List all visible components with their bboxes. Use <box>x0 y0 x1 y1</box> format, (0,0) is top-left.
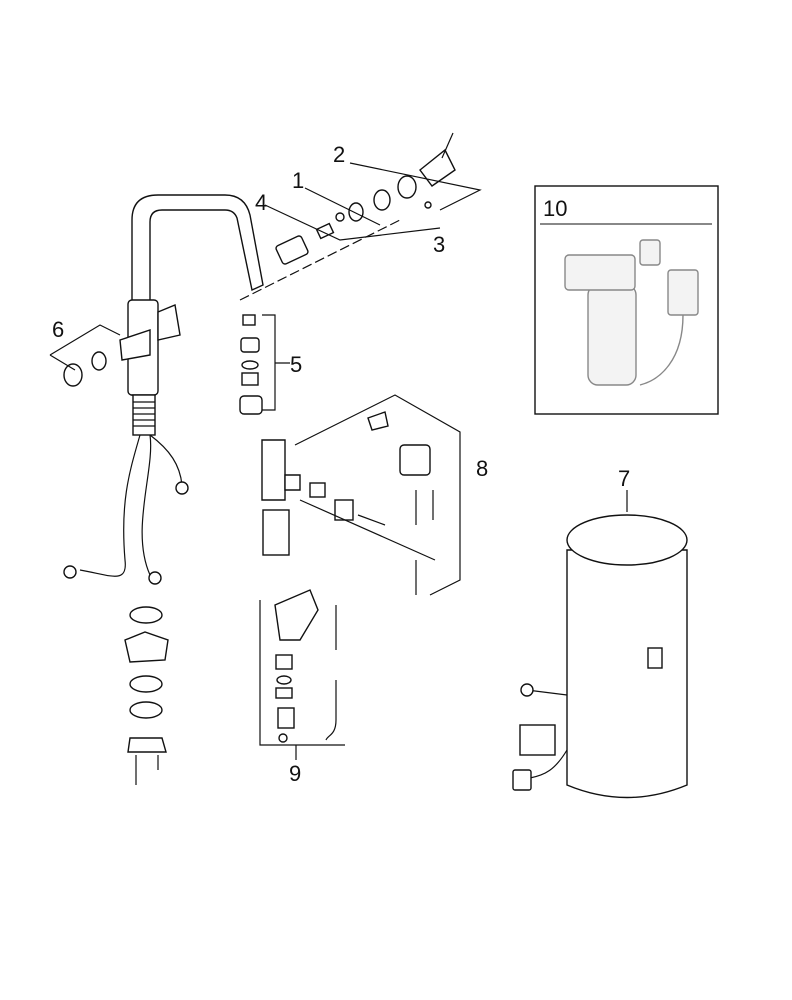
tee-connector-kit <box>261 394 461 596</box>
supply-hoses <box>63 434 189 585</box>
label-part-1: 1 <box>292 168 304 193</box>
mounting-kit <box>124 606 169 785</box>
label-part-10: 10 <box>543 196 567 221</box>
filter-unit-box <box>534 185 719 415</box>
label-part-7: 7 <box>618 466 630 491</box>
boiler-tank <box>512 490 688 799</box>
aerator-parts <box>239 314 290 415</box>
label-part-5: 5 <box>290 352 302 377</box>
cartridge-parts <box>239 132 482 301</box>
faucet-body <box>119 194 264 436</box>
label-part-3: 3 <box>433 232 445 257</box>
mixing-valve-kit <box>259 589 345 760</box>
label-part-6: 6 <box>52 317 64 342</box>
label-part-9: 9 <box>289 761 301 786</box>
label-part-4: 4 <box>255 190 267 215</box>
label-part-2: 2 <box>333 142 345 167</box>
label-part-8: 8 <box>476 456 488 481</box>
seal-rings <box>49 324 121 387</box>
